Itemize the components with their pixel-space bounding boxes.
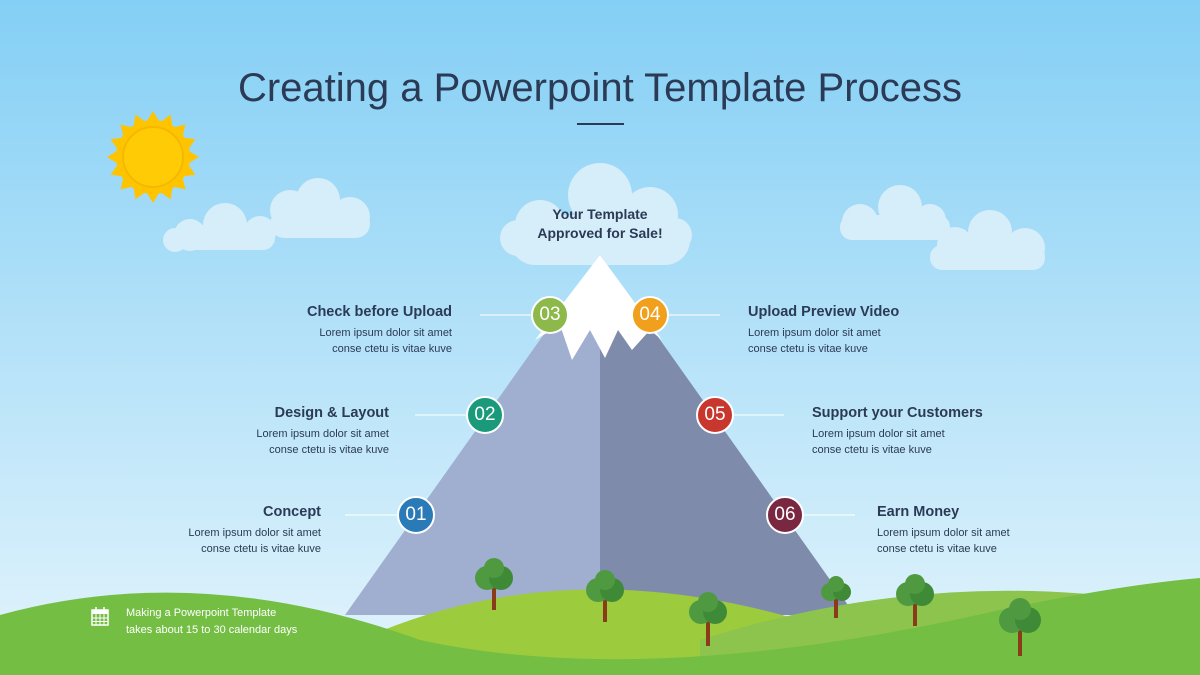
calendar-icon: [91, 607, 109, 626]
summit-line2: Approved for Sale!: [537, 225, 663, 241]
step-desc: Lorem ipsum dolor sit amet: [188, 527, 321, 539]
step-badge-03: 03: [531, 296, 569, 334]
note-line2: takes about 15 to 30 calendar days: [126, 624, 298, 636]
step-desc: Lorem ipsum dolor sit amet: [748, 327, 881, 339]
step-desc: conse ctetu is vitae kuve: [269, 444, 389, 456]
duration-note: Making a Powerpoint Template takes about…: [126, 605, 297, 639]
summit-label: Your Template Approved for Sale!: [500, 205, 700, 243]
step-desc: Lorem ipsum dolor sit amet: [812, 428, 945, 440]
step-title: Support your Customers: [812, 405, 983, 421]
step-desc: Lorem ipsum dolor sit amet: [319, 327, 452, 339]
step-desc: Lorem ipsum dolor sit amet: [256, 428, 389, 440]
sun-icon: [107, 111, 199, 203]
step-title: Design & Layout: [274, 405, 389, 421]
step-title: Concept: [263, 504, 321, 520]
step-04: Upload Preview Video Lorem ipsum dolor s…: [748, 304, 978, 357]
step-01: Concept Lorem ipsum dolor sit amet conse…: [91, 504, 321, 557]
note-line1: Making a Powerpoint Template: [126, 607, 277, 619]
title-divider: [577, 123, 624, 125]
step-desc: Lorem ipsum dolor sit amet: [877, 527, 1010, 539]
step-05: Support your Customers Lorem ipsum dolor…: [812, 405, 1042, 458]
step-06: Earn Money Lorem ipsum dolor sit amet co…: [877, 504, 1107, 557]
summit-line1: Your Template: [552, 206, 648, 222]
clouds: [163, 163, 1045, 270]
step-02: Design & Layout Lorem ipsum dolor sit am…: [159, 405, 389, 458]
step-desc: conse ctetu is vitae kuve: [332, 343, 452, 355]
step-title: Upload Preview Video: [748, 304, 900, 320]
step-badge-05: 05: [696, 396, 734, 434]
step-desc: conse ctetu is vitae kuve: [812, 444, 932, 456]
step-badge-01: 01: [397, 496, 435, 534]
step-desc: conse ctetu is vitae kuve: [877, 543, 997, 555]
step-badge-04: 04: [631, 296, 669, 334]
trees: [475, 558, 1041, 656]
step-title: Check before Upload: [306, 304, 452, 320]
step-badge-06: 06: [766, 496, 804, 534]
page-title: Creating a Powerpoint Template Process: [237, 66, 963, 110]
step-title: Earn Money: [877, 504, 960, 520]
step-03: Check before Upload Lorem ipsum dolor si…: [222, 304, 452, 357]
step-desc: conse ctetu is vitae kuve: [201, 543, 321, 555]
step-badge-02: 02: [466, 396, 504, 434]
step-desc: conse ctetu is vitae kuve: [748, 343, 868, 355]
